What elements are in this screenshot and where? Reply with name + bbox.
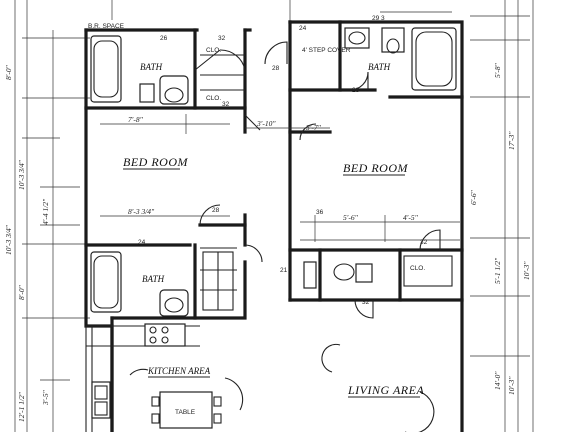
dim-left-5: 8'-0"	[17, 284, 26, 300]
bath-right-lower-fixtures	[303, 255, 453, 289]
bath-top-right-fixtures	[344, 27, 457, 91]
room-dimension-lines	[100, 114, 460, 242]
dim-small-28b: 28	[352, 87, 360, 94]
kitchen-counters	[85, 323, 200, 432]
dim-bedroom-right-a: 5'-6"	[343, 213, 359, 222]
frame-lines	[111, 0, 452, 24]
closet-lower-label: CLO.	[410, 265, 425, 272]
bath-top-right-label: BATH	[368, 62, 391, 72]
dim-small-24b: 24	[138, 239, 146, 246]
left-dimension-texts: 8'-0" 10'-3 3/4" 4'-4 1/2" 10'-3 3/4" 8'…	[4, 64, 50, 422]
dim-left-3: 4'-4 1/2"	[41, 198, 50, 225]
interior-walls	[84, 20, 464, 432]
table-label: TABLE	[175, 409, 196, 416]
dim-small-36: 36	[316, 209, 324, 216]
left-dimension-lines	[14, 0, 90, 432]
dim-hall-right: 3'-7"	[305, 123, 322, 132]
right-dimension-lines	[470, 0, 534, 432]
dim-hall: 3'-10"	[256, 119, 276, 128]
right-dimension-texts: 5'-8" 17'-3" 6'-6" 5'-1 1/2" 14'-0" 10'-…	[469, 62, 531, 395]
dim-right-2: 17'-3"	[507, 131, 516, 150]
dim-small-26: 26	[160, 35, 168, 42]
closet-top-2-label: CLO.	[206, 95, 221, 102]
dim-bedroom-left-bottom: 8'-3 3/4"	[128, 207, 155, 216]
dim-small-32c: 32	[420, 239, 428, 246]
dim-small-28a: 28	[272, 65, 280, 72]
bath-top-left-fixtures	[90, 35, 189, 105]
bedroom-right-label: BED ROOM	[343, 161, 408, 175]
bath-top-left-label: BATH	[140, 62, 163, 72]
dim-right-3: 6'-6"	[469, 189, 478, 205]
bath-lower-fixtures	[90, 251, 189, 317]
bath-lower-label: BATH	[142, 274, 165, 284]
kitchen-label: KITCHEN AREA	[147, 366, 211, 376]
top-note-left: B.R. SPACE	[88, 23, 125, 30]
dim-right-7: 10'-3"	[522, 261, 531, 280]
dim-small-21: 21	[280, 267, 288, 274]
dim-left-4: 10'-3 3/4"	[4, 224, 13, 255]
living-label: LIVING AREA	[347, 383, 424, 397]
dim-small-293: 29 3	[372, 15, 385, 22]
step-cover-label: 4' STEP COVER	[302, 47, 351, 54]
dim-small-32d: 32	[362, 299, 370, 306]
dim-left-1: 8'-0"	[4, 64, 13, 80]
dim-bedroom-left-width: 7'-8"	[128, 115, 144, 124]
dim-bedroom-right-b: 4'-5"	[403, 213, 419, 222]
dim-right-4: 5'-1 1/2"	[493, 257, 502, 284]
dim-small-32a: 32	[218, 35, 226, 42]
dim-left-6: 12'-1 1/2"	[17, 391, 26, 422]
closet-top-1-label: CLO.	[206, 47, 221, 54]
closet-shelving	[200, 54, 245, 311]
dim-small-28c: 28	[212, 207, 220, 214]
dim-right-5: 14'-0"	[493, 371, 502, 390]
dining-table	[151, 391, 222, 429]
dim-small-24: 24	[299, 25, 307, 32]
bedroom-left-label: BED ROOM	[123, 155, 188, 169]
dim-right-1: 5'-8"	[493, 62, 502, 78]
door-swings	[129, 41, 441, 432]
dim-left-2: 10'-3 3/4"	[17, 159, 26, 190]
dim-small-32b: 32	[222, 101, 230, 108]
dim-left-7: 3'-5"	[41, 389, 50, 406]
dim-right-6: 10'-3"	[507, 376, 516, 395]
